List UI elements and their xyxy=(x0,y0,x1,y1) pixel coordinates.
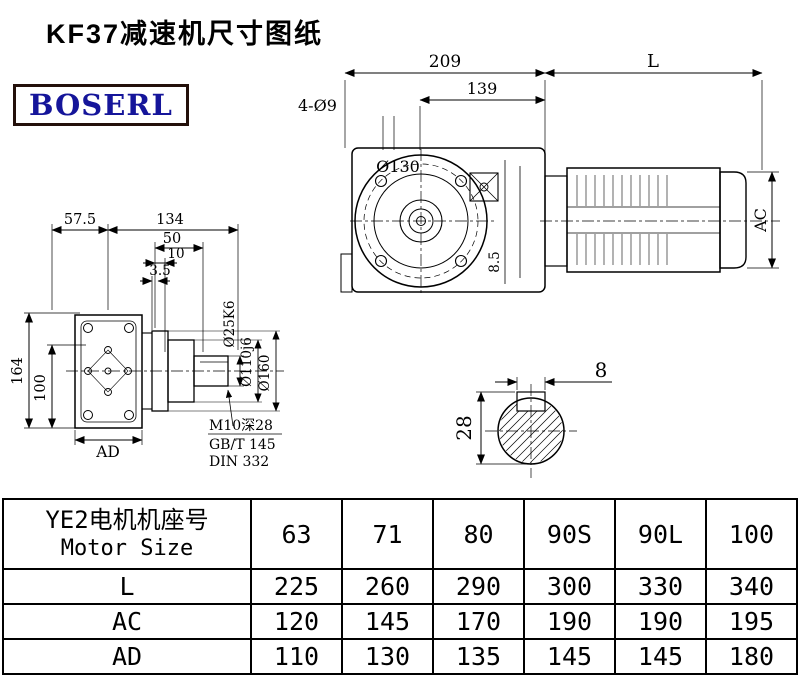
dim-value-cell: 190 xyxy=(614,603,707,640)
dim-57-5-label: 57.5 xyxy=(64,212,96,228)
shaft-diameter-dims: Ø25K6 Ø110j6 Ø160 xyxy=(168,301,280,412)
dim-value-cell: 195 xyxy=(705,603,798,640)
motor-fins xyxy=(576,175,668,265)
dim-134-label: 134 xyxy=(156,212,184,228)
size-column-header: 63 xyxy=(250,498,343,570)
dim-value-cell: 145 xyxy=(341,603,434,640)
dim-8-5-label: 8.5 xyxy=(487,251,503,272)
dim-AD: AD xyxy=(74,430,143,461)
dim-key-width: 8 xyxy=(495,358,612,390)
bolt-icon xyxy=(124,410,134,420)
table-row-AC: AC 120 145 170 190 190 195 xyxy=(2,603,798,640)
size-column-header: 90S xyxy=(523,498,616,570)
table-row-AD: AD 110 130 135 145 145 180 xyxy=(2,638,798,675)
gearbox-front-outline: Ø130 xyxy=(340,147,546,293)
table-header-row: YE2电机机座号 Motor Size 63 71 80 90S 90L 100 xyxy=(2,498,798,570)
fan-cowl-icon xyxy=(719,171,747,269)
bolt-icon xyxy=(83,410,93,420)
dim-key-height: 28 xyxy=(452,391,529,465)
motor-size-label-cn: YE2电机机座号 xyxy=(45,506,209,535)
dim-139-label: 139 xyxy=(467,79,498,98)
bolt-icon xyxy=(124,323,134,333)
page-title: KF37减速机尺寸图纸 xyxy=(46,19,324,49)
dim-value-cell: 110 xyxy=(250,638,343,675)
dim-L-label: L xyxy=(647,51,659,72)
row-label: AD xyxy=(2,638,252,675)
dim-value-cell: 145 xyxy=(614,638,707,675)
dim-10-label: 10 xyxy=(167,246,184,262)
motor-front-outline: 8.5 xyxy=(487,167,780,273)
motor-size-label-en: Motor Size xyxy=(60,536,194,562)
dim-value-cell: 190 xyxy=(523,603,616,640)
flange-od-label: Ø160 xyxy=(257,355,273,392)
table-row-L: L 225 260 290 300 330 340 xyxy=(2,568,798,605)
dim-value-cell: 145 xyxy=(523,638,616,675)
dim-value-cell: 130 xyxy=(341,638,434,675)
dim-value-cell: 170 xyxy=(432,603,525,640)
bolt-hole-icon xyxy=(454,174,468,188)
dim-AC-label: AC xyxy=(751,208,770,233)
dim-value-cell: 330 xyxy=(614,568,707,605)
shaft-end-notes: M10深28 GB/T 145 DIN 332 xyxy=(208,389,282,470)
dim-209-label: 209 xyxy=(429,52,461,72)
brand-logo-text: BOSERL xyxy=(29,88,173,122)
side-top-dims: 57.5 134 50 10 3.5 xyxy=(51,212,239,352)
size-column-header: 71 xyxy=(341,498,434,570)
brand-logo: BOSERL xyxy=(13,84,189,126)
dim-value-cell: 290 xyxy=(432,568,525,605)
dim-total-length: 209 L xyxy=(344,51,763,170)
note-din-label: DIN 332 xyxy=(209,454,269,470)
dim-value-cell: 340 xyxy=(705,568,798,605)
bolt-hole-icon xyxy=(374,174,388,188)
front-view: 209 L 139 4-Ø9 xyxy=(298,51,780,293)
dim-8-label: 8 xyxy=(595,358,608,382)
bolt-hole-icon xyxy=(454,254,468,268)
size-column-header: 80 xyxy=(432,498,525,570)
note-gb-label: GB/T 145 xyxy=(209,437,276,453)
dim-AD-label: AD xyxy=(95,443,120,461)
housing-side-outline xyxy=(74,314,143,429)
side-left-dims: 164 100 xyxy=(10,312,86,429)
dim-3-5-label: 3.5 xyxy=(149,263,170,279)
bolt-holes-label: 4-Ø9 xyxy=(298,96,337,115)
row-label: L xyxy=(2,568,252,605)
row-label: AC xyxy=(2,603,252,640)
dim-AC: AC xyxy=(747,171,779,269)
note-tap-label: M10深28 xyxy=(209,418,273,434)
dim-value-cell: 300 xyxy=(523,568,616,605)
size-column-header: 90L xyxy=(614,498,707,570)
inspection-plug-icon xyxy=(469,172,499,202)
dim-value-cell: 260 xyxy=(341,568,434,605)
flange-dia-label: Ø130 xyxy=(376,157,420,176)
dim-139: 139 xyxy=(419,79,546,150)
dim-50-label: 50 xyxy=(163,231,181,247)
spigot-dia-label: Ø110j6 xyxy=(239,337,255,387)
bolt-icon xyxy=(83,323,93,333)
bolt-hole-icon xyxy=(374,254,388,268)
key-section-view: 8 28 xyxy=(452,358,612,478)
dim-value-cell: 135 xyxy=(432,638,525,675)
dim-164-label: 164 xyxy=(10,357,26,385)
output-shaft-outline xyxy=(66,330,284,412)
dimension-table: YE2电机机座号 Motor Size 63 71 80 90S 90L 100… xyxy=(2,498,798,675)
dim-100-label: 100 xyxy=(33,374,49,402)
shaft-dia-label: Ø25K6 xyxy=(222,301,238,348)
dim-value-cell: 120 xyxy=(250,603,343,640)
bolt-holes-note: 4-Ø9 xyxy=(298,96,395,150)
dim-value-cell: 225 xyxy=(250,568,343,605)
motor-size-header: YE2电机机座号 Motor Size xyxy=(2,498,252,570)
size-column-header: 100 xyxy=(705,498,798,570)
dim-value-cell: 180 xyxy=(705,638,798,675)
dim-28-label: 28 xyxy=(452,415,476,440)
technical-drawing: 209 L 139 4-Ø9 xyxy=(10,51,780,478)
side-view: 57.5 134 50 10 3.5 xyxy=(10,212,284,470)
